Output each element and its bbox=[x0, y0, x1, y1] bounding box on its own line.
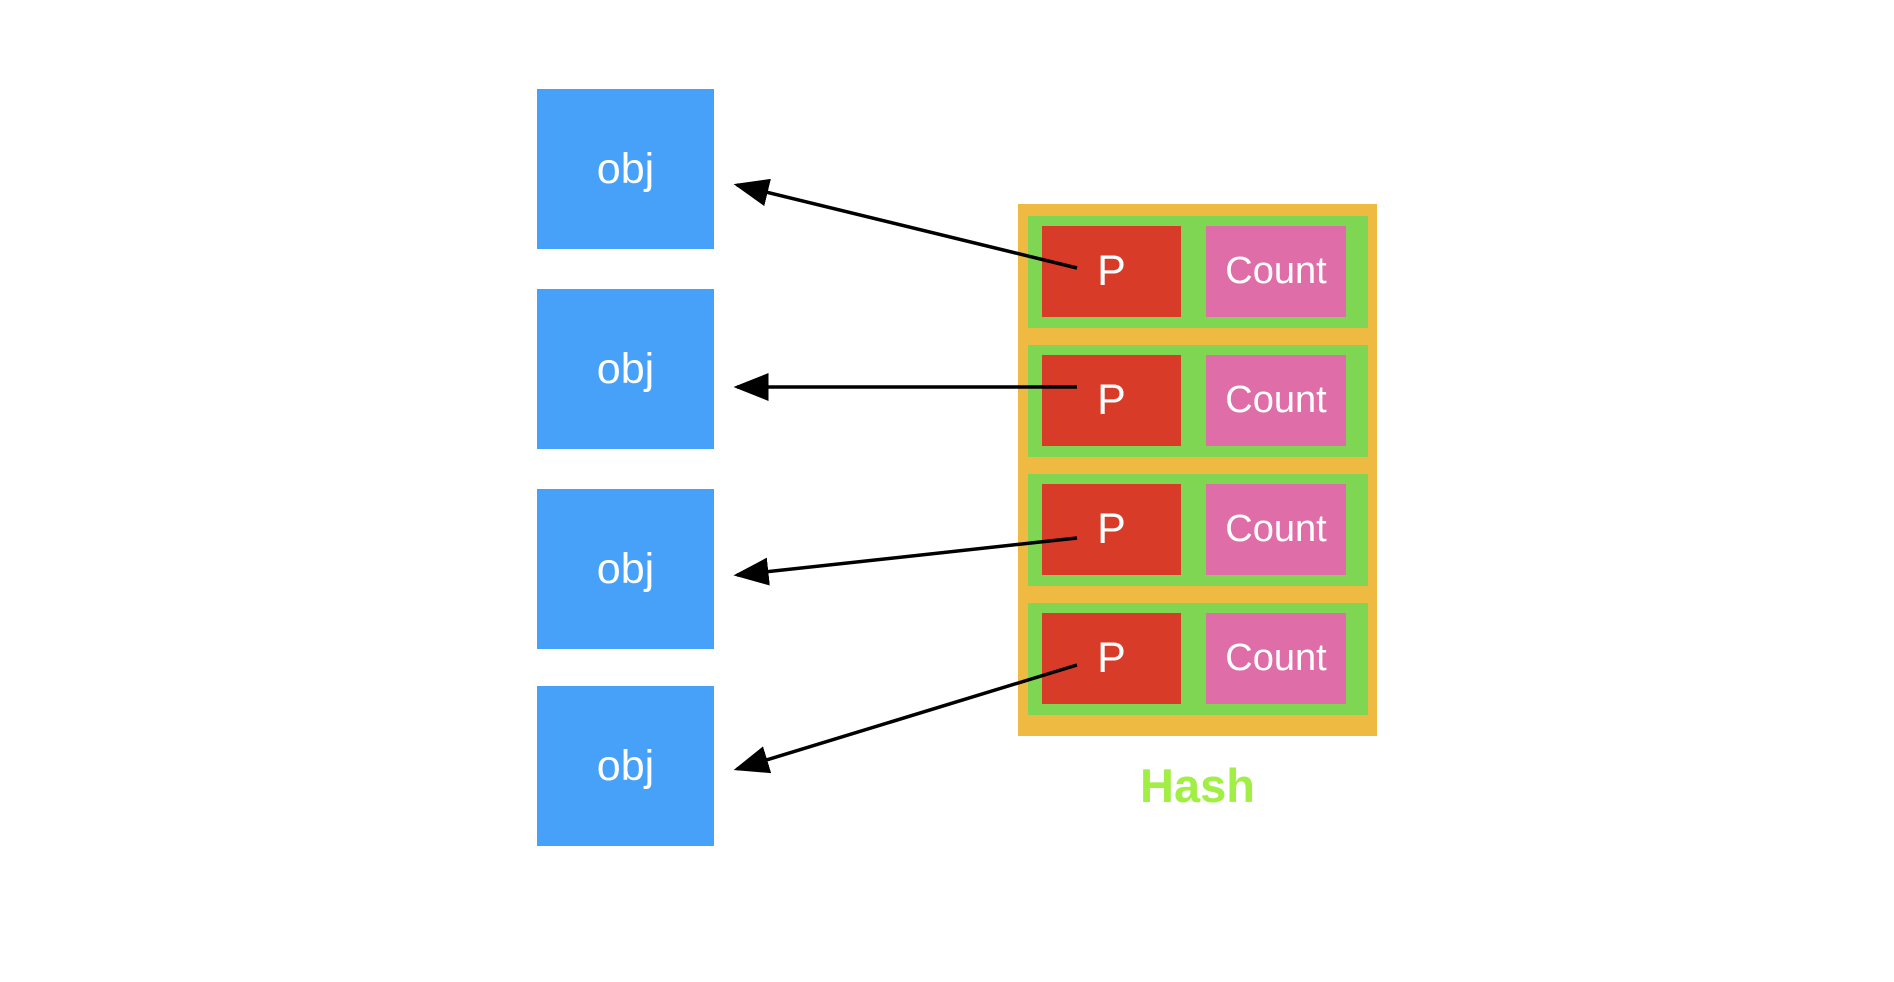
pointer-arrow bbox=[733, 663, 1078, 774]
object-box: obj bbox=[537, 289, 714, 449]
object-box: obj bbox=[537, 489, 714, 649]
object-box: obj bbox=[537, 686, 714, 846]
count-cell: Count bbox=[1206, 226, 1346, 317]
count-cell: Count bbox=[1206, 355, 1346, 446]
object-label: obj bbox=[596, 144, 655, 193]
pointer-label: P bbox=[1097, 376, 1126, 424]
count-label: Count bbox=[1225, 379, 1327, 421]
pointer-cell: P bbox=[1042, 613, 1181, 704]
hash-entry: P Count bbox=[1028, 216, 1368, 328]
hash-label: Hash bbox=[1140, 759, 1255, 812]
count-cell: Count bbox=[1206, 613, 1346, 704]
pointer-arrow bbox=[733, 178, 1078, 270]
hash-entry: P Count bbox=[1028, 474, 1368, 586]
pointer-label: P bbox=[1097, 247, 1126, 295]
count-label: Count bbox=[1225, 637, 1327, 679]
object-label: obj bbox=[596, 544, 655, 593]
pointer-label: P bbox=[1097, 505, 1126, 553]
count-label: Count bbox=[1225, 508, 1327, 550]
pointer-arrow bbox=[733, 536, 1078, 586]
count-label: Count bbox=[1225, 250, 1327, 292]
count-cell: Count bbox=[1206, 484, 1346, 575]
pointer-cell: P bbox=[1042, 355, 1181, 446]
pointer-cell: P bbox=[1042, 226, 1181, 317]
hash-table: P Count P Count P Count P Count bbox=[1018, 204, 1377, 736]
object-box: obj bbox=[537, 89, 714, 249]
object-label: obj bbox=[596, 741, 655, 790]
hash-entry: P Count bbox=[1028, 345, 1368, 457]
pointer-label: P bbox=[1097, 634, 1126, 682]
pointer-cell: P bbox=[1042, 484, 1181, 575]
hash-entry: P Count bbox=[1028, 603, 1368, 715]
object-label: obj bbox=[596, 344, 655, 393]
